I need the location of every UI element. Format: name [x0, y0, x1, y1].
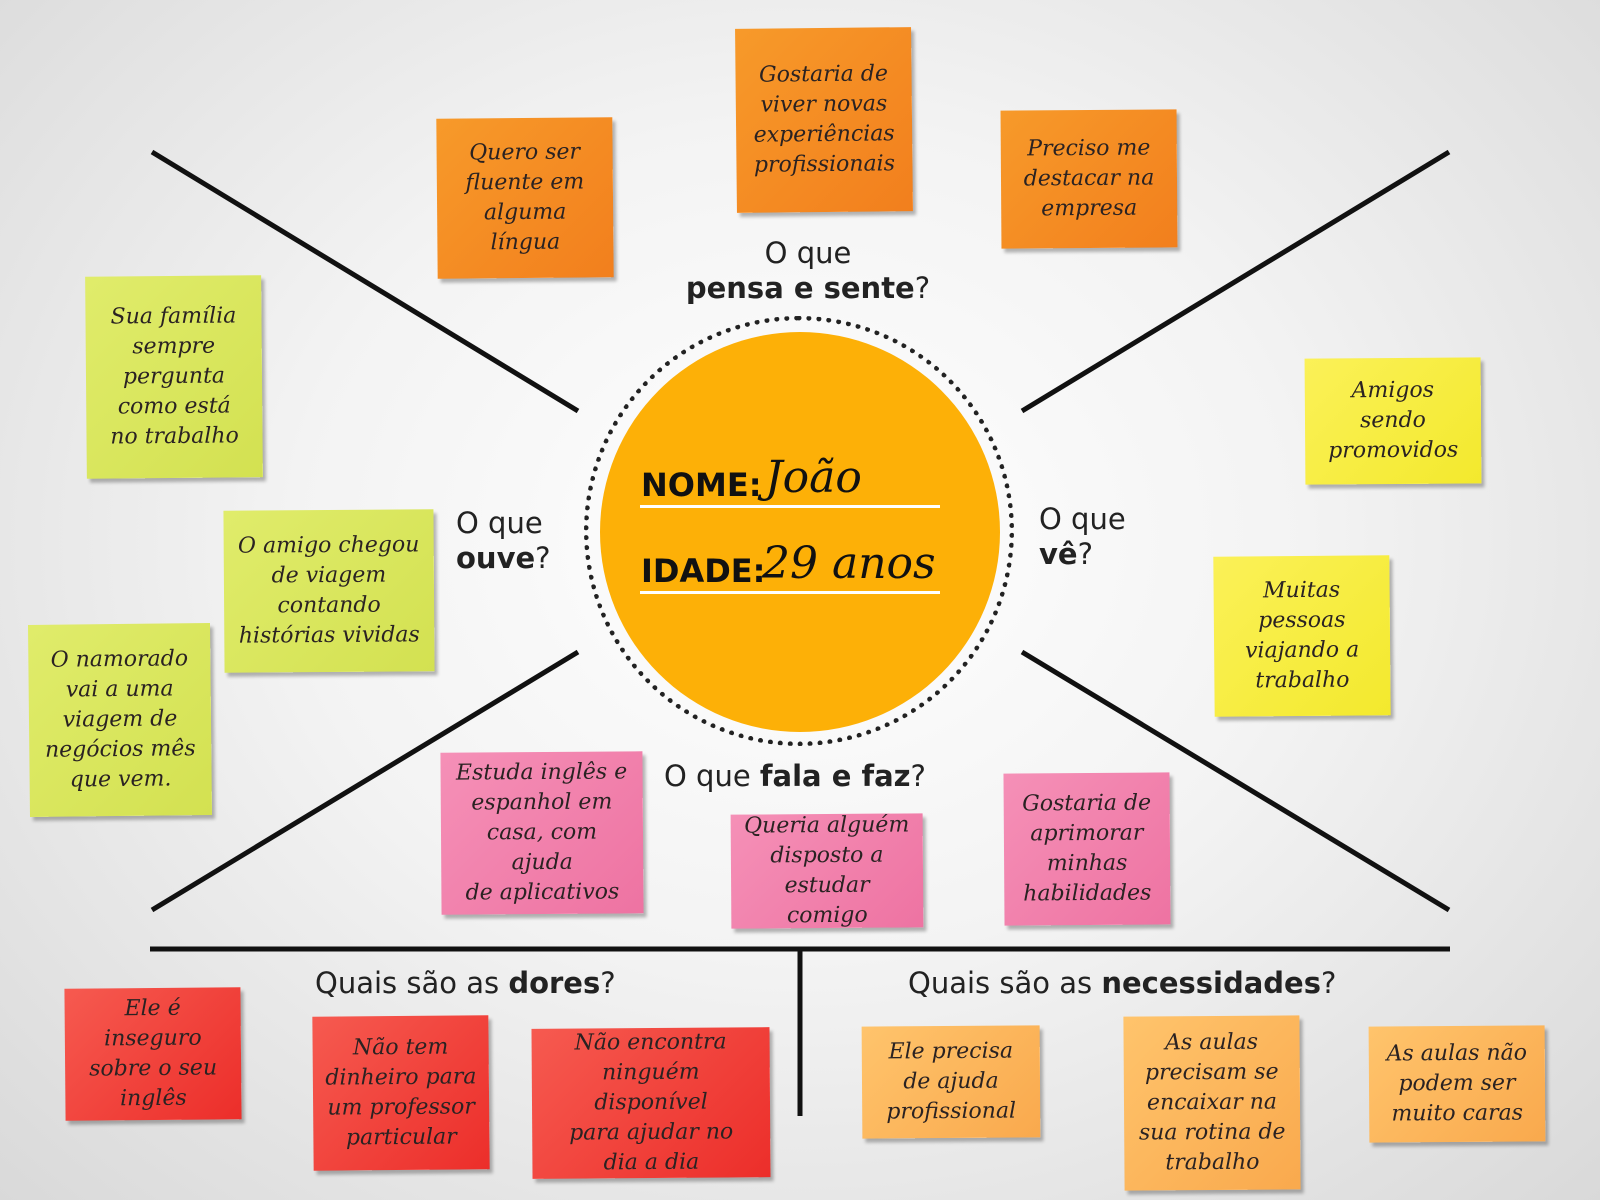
sticky-note-pensa: Gostaria de viver novas experiências pro…	[735, 27, 913, 213]
sticky-note-text: Queria alguém disposto a estudar comigo	[744, 812, 910, 929]
heading-pensa-e-sente: O que pensa e sente?	[683, 236, 933, 306]
age-value: 29 anos	[762, 538, 936, 589]
heading-ouve-suffix: ?	[535, 541, 551, 575]
sticky-note-necessidades: As aulas precisam se encaixar na sua rot…	[1123, 1015, 1301, 1191]
heading-ve-suffix: ?	[1077, 537, 1093, 571]
heading-necessidades: Quais são as necessidades?	[908, 966, 1336, 1001]
center-circle	[600, 332, 1000, 732]
sticky-note-necessidades: As aulas não podem ser muito caras	[1368, 1025, 1546, 1143]
heading-ouve-prefix: O que	[456, 506, 543, 540]
heading-fala-bold: fala e faz	[759, 759, 911, 793]
sticky-note-text: O amigo chegou de viagem contando histór…	[237, 532, 420, 649]
name-value: João	[765, 452, 862, 503]
heading-necessidades-prefix: Quais são as	[908, 966, 1093, 1000]
sticky-note-text: Preciso me destacar na empresa	[1023, 135, 1155, 222]
heading-necessidades-bold: necessidades	[1101, 966, 1321, 1000]
sticky-note-text: Muitas pessoas viajando a trabalho	[1244, 577, 1360, 694]
heading-dores-bold: dores	[508, 966, 601, 1000]
sticky-note-dores: Não encontra ninguém disponível para aju…	[531, 1027, 771, 1179]
name-label: NOME:	[641, 466, 762, 504]
heading-ve-prefix: O que	[1039, 502, 1126, 536]
heading-dores-suffix: ?	[600, 966, 616, 1000]
age-label: IDADE:	[641, 552, 766, 590]
sticky-note-text: Quero ser fluente em alguma língua	[465, 139, 585, 256]
heading-fala-e-faz: O que fala e faz?	[664, 759, 926, 794]
sticky-note-dores: Ele é inseguro sobre o seu inglês	[64, 987, 242, 1121]
heading-ve: O que vê?	[1039, 502, 1126, 572]
heading-fala-prefix: O que	[664, 759, 751, 793]
sticky-note-text: O namorado vai a uma viagem de negócios …	[44, 646, 196, 793]
sticky-note-fala: Gostaria de aprimorar minhas habilidades	[1003, 772, 1171, 926]
divider-line-top-left	[150, 149, 580, 414]
age-underline	[640, 591, 940, 594]
heading-pensa-suffix: ?	[914, 271, 931, 305]
sticky-note-pensa: Quero ser fluente em alguma língua	[436, 117, 614, 279]
sticky-note-text: Sua família sempre pergunta como está no…	[110, 303, 239, 450]
sticky-note-dores: Não tem dinheiro para um professor parti…	[312, 1015, 490, 1171]
sticky-note-fala: Queria alguém disposto a estudar comigo	[730, 812, 924, 929]
sticky-note-ouve: Sua família sempre pergunta como está no…	[85, 275, 263, 479]
sticky-note-text: Não tem dinheiro para um professor parti…	[325, 1034, 477, 1151]
sticky-note-ve: Muitas pessoas viajando a trabalho	[1213, 555, 1391, 717]
sticky-note-text: Não encontra ninguém disponível para aju…	[569, 1029, 734, 1176]
heading-dores: Quais são as dores?	[315, 966, 616, 1001]
divider-line-bottom-right	[1020, 649, 1451, 913]
heading-fala-suffix: ?	[910, 759, 926, 793]
heading-ouve-bold: ouve	[456, 541, 536, 575]
sticky-note-ouve: O amigo chegou de viagem contando histór…	[223, 509, 435, 673]
sticky-note-text: Gostaria de aprimorar minhas habilidades	[1022, 790, 1152, 907]
sticky-note-text: Amigos sendo promovidos	[1328, 377, 1459, 464]
heading-pensa-prefix: O que	[764, 236, 852, 270]
center-dotted-ring	[584, 316, 1014, 746]
sticky-note-text: Gostaria de viver novas experiências pro…	[753, 61, 896, 178]
sticky-note-ve: Amigos sendo promovidos	[1304, 357, 1482, 485]
name-underline	[640, 505, 940, 508]
sticky-note-text: As aulas não podem ser muito caras	[1386, 1040, 1528, 1127]
sticky-note-text: Estuda inglês e espanhol em casa, com aj…	[455, 759, 628, 906]
sticky-note-necessidades: Ele precisa de ajuda profissional	[861, 1025, 1041, 1139]
sticky-note-text: Ele é inseguro sobre o seu inglês	[89, 995, 218, 1112]
heading-ve-bold: vê	[1039, 537, 1078, 571]
heading-ouve: O que ouve?	[456, 506, 551, 576]
sticky-note-ouve: O namorado vai a uma viagem de negócios …	[27, 623, 213, 817]
heading-pensa-bold: pensa e sente	[685, 271, 915, 305]
divider-line-bottom-left	[150, 649, 580, 913]
sticky-note-pensa: Preciso me destacar na empresa	[1000, 109, 1178, 249]
divider-line-top-right	[1020, 149, 1451, 414]
sticky-note-fala: Estuda inglês e espanhol em casa, com aj…	[440, 751, 644, 915]
heading-dores-prefix: Quais são as	[315, 966, 500, 1000]
sticky-note-text: As aulas precisam se encaixar na sua rot…	[1138, 1029, 1286, 1176]
heading-necessidades-suffix: ?	[1320, 966, 1337, 1000]
sticky-note-text: Ele precisa de ajuda profissional	[886, 1038, 1017, 1125]
